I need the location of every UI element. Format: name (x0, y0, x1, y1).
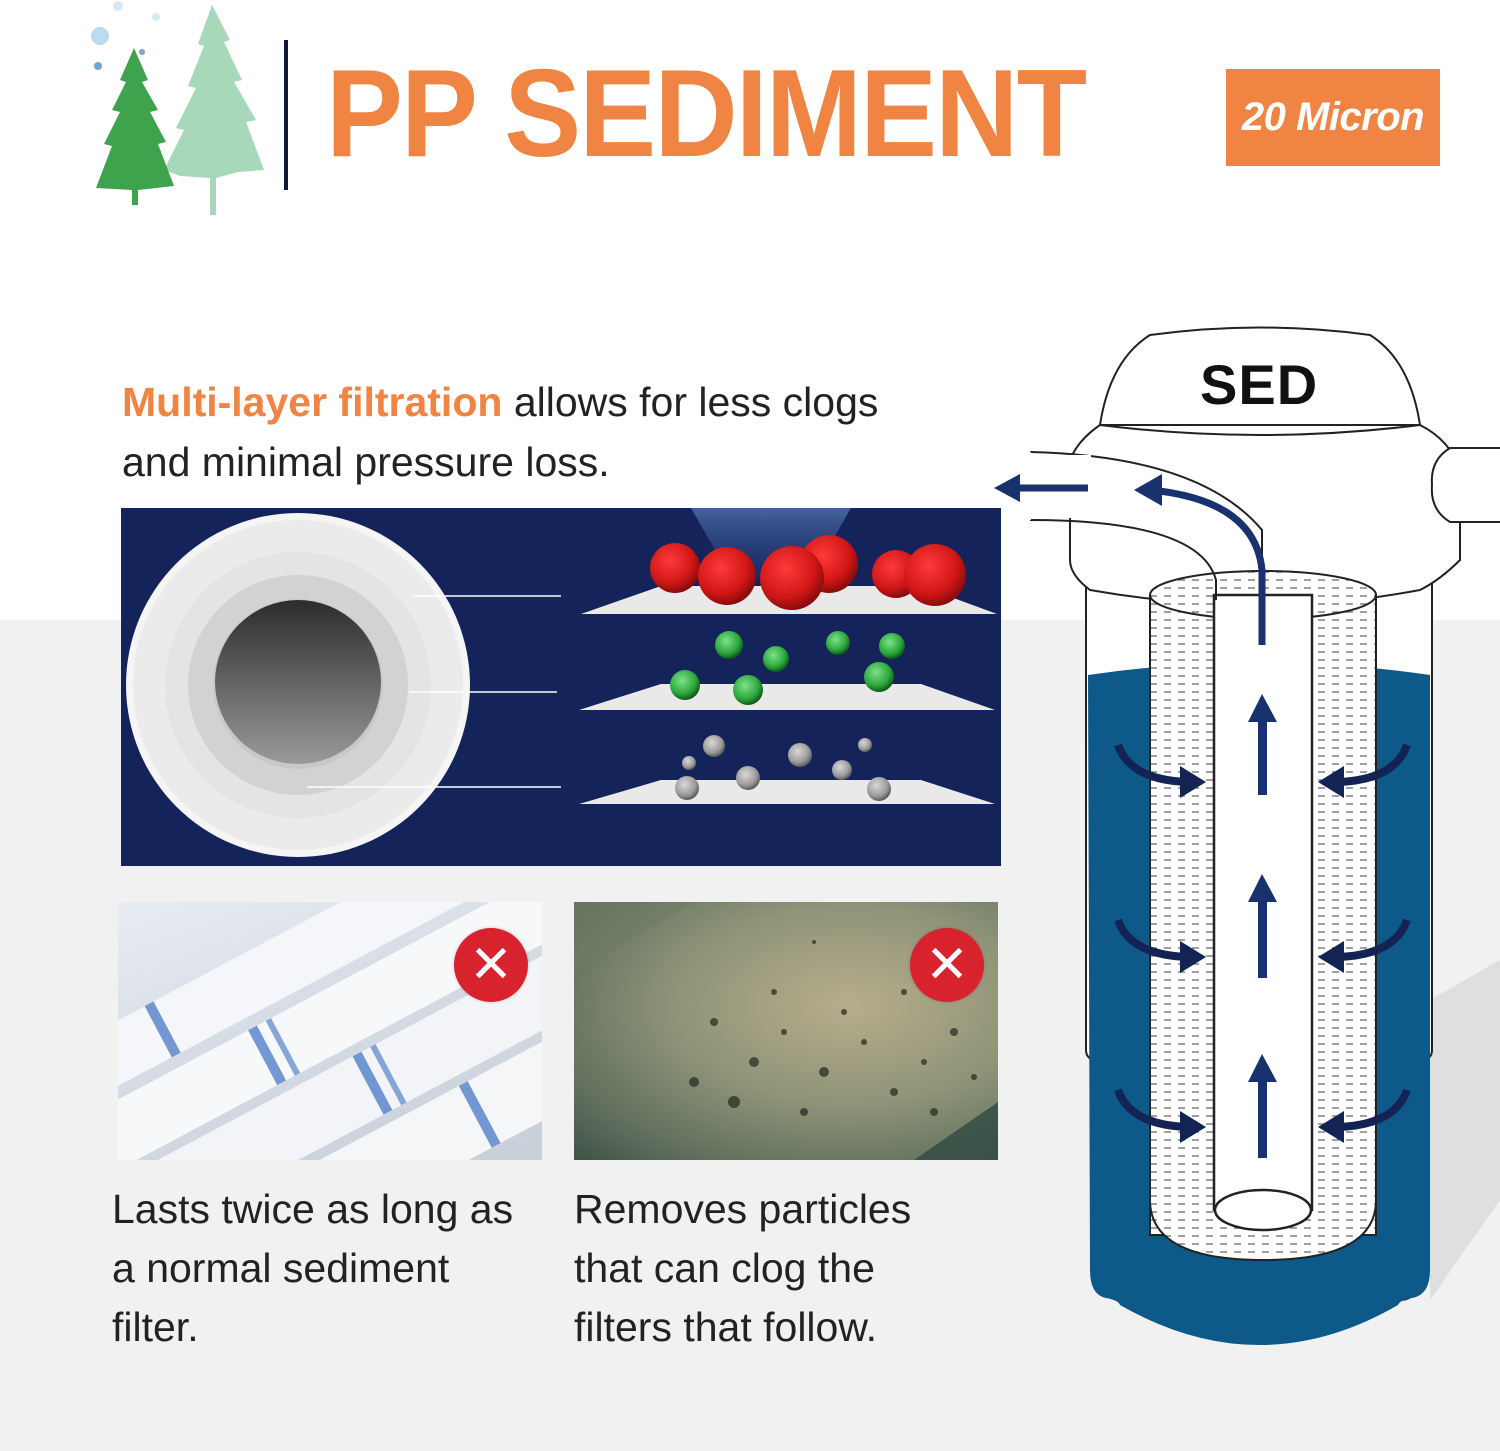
x-icon: ✕ (454, 928, 528, 1002)
dirty-surface-image-icon (574, 902, 998, 1160)
micron-rating-badge: 20 Micron (1226, 69, 1440, 166)
filter-cartridges-image-icon (118, 902, 542, 1160)
stacked-cartridges-photo: ✕ (118, 902, 542, 1160)
intro-line2: and minimal pressure loss. (122, 439, 610, 485)
micron-rating-label: 20 Micron (1241, 95, 1425, 139)
clogged-surface-photo: ✕ (574, 902, 998, 1160)
housing-cap-label: SED (1200, 353, 1319, 416)
feature-caption-particles: Removes particles that can clog the filt… (574, 1186, 912, 1350)
intro-highlight: Multi-layer filtration (122, 379, 503, 425)
pine-trees-logo-icon (91, 1, 264, 215)
filter-cross-section-icon (126, 508, 997, 857)
intro-text: Multi-layer filtration allows for less c… (122, 372, 982, 492)
header-divider (284, 40, 288, 190)
intro-line1: allows for less clogs (502, 379, 879, 425)
page-title: PP SEDIMENT (326, 45, 1087, 183)
x-icon: ✕ (910, 928, 984, 1002)
multi-layer-filtration-diagram (121, 508, 1001, 866)
filter-housing-diagram-icon (994, 326, 1500, 1345)
feature-caption-lifespan: Lasts twice as long as a normal sediment… (112, 1186, 514, 1350)
